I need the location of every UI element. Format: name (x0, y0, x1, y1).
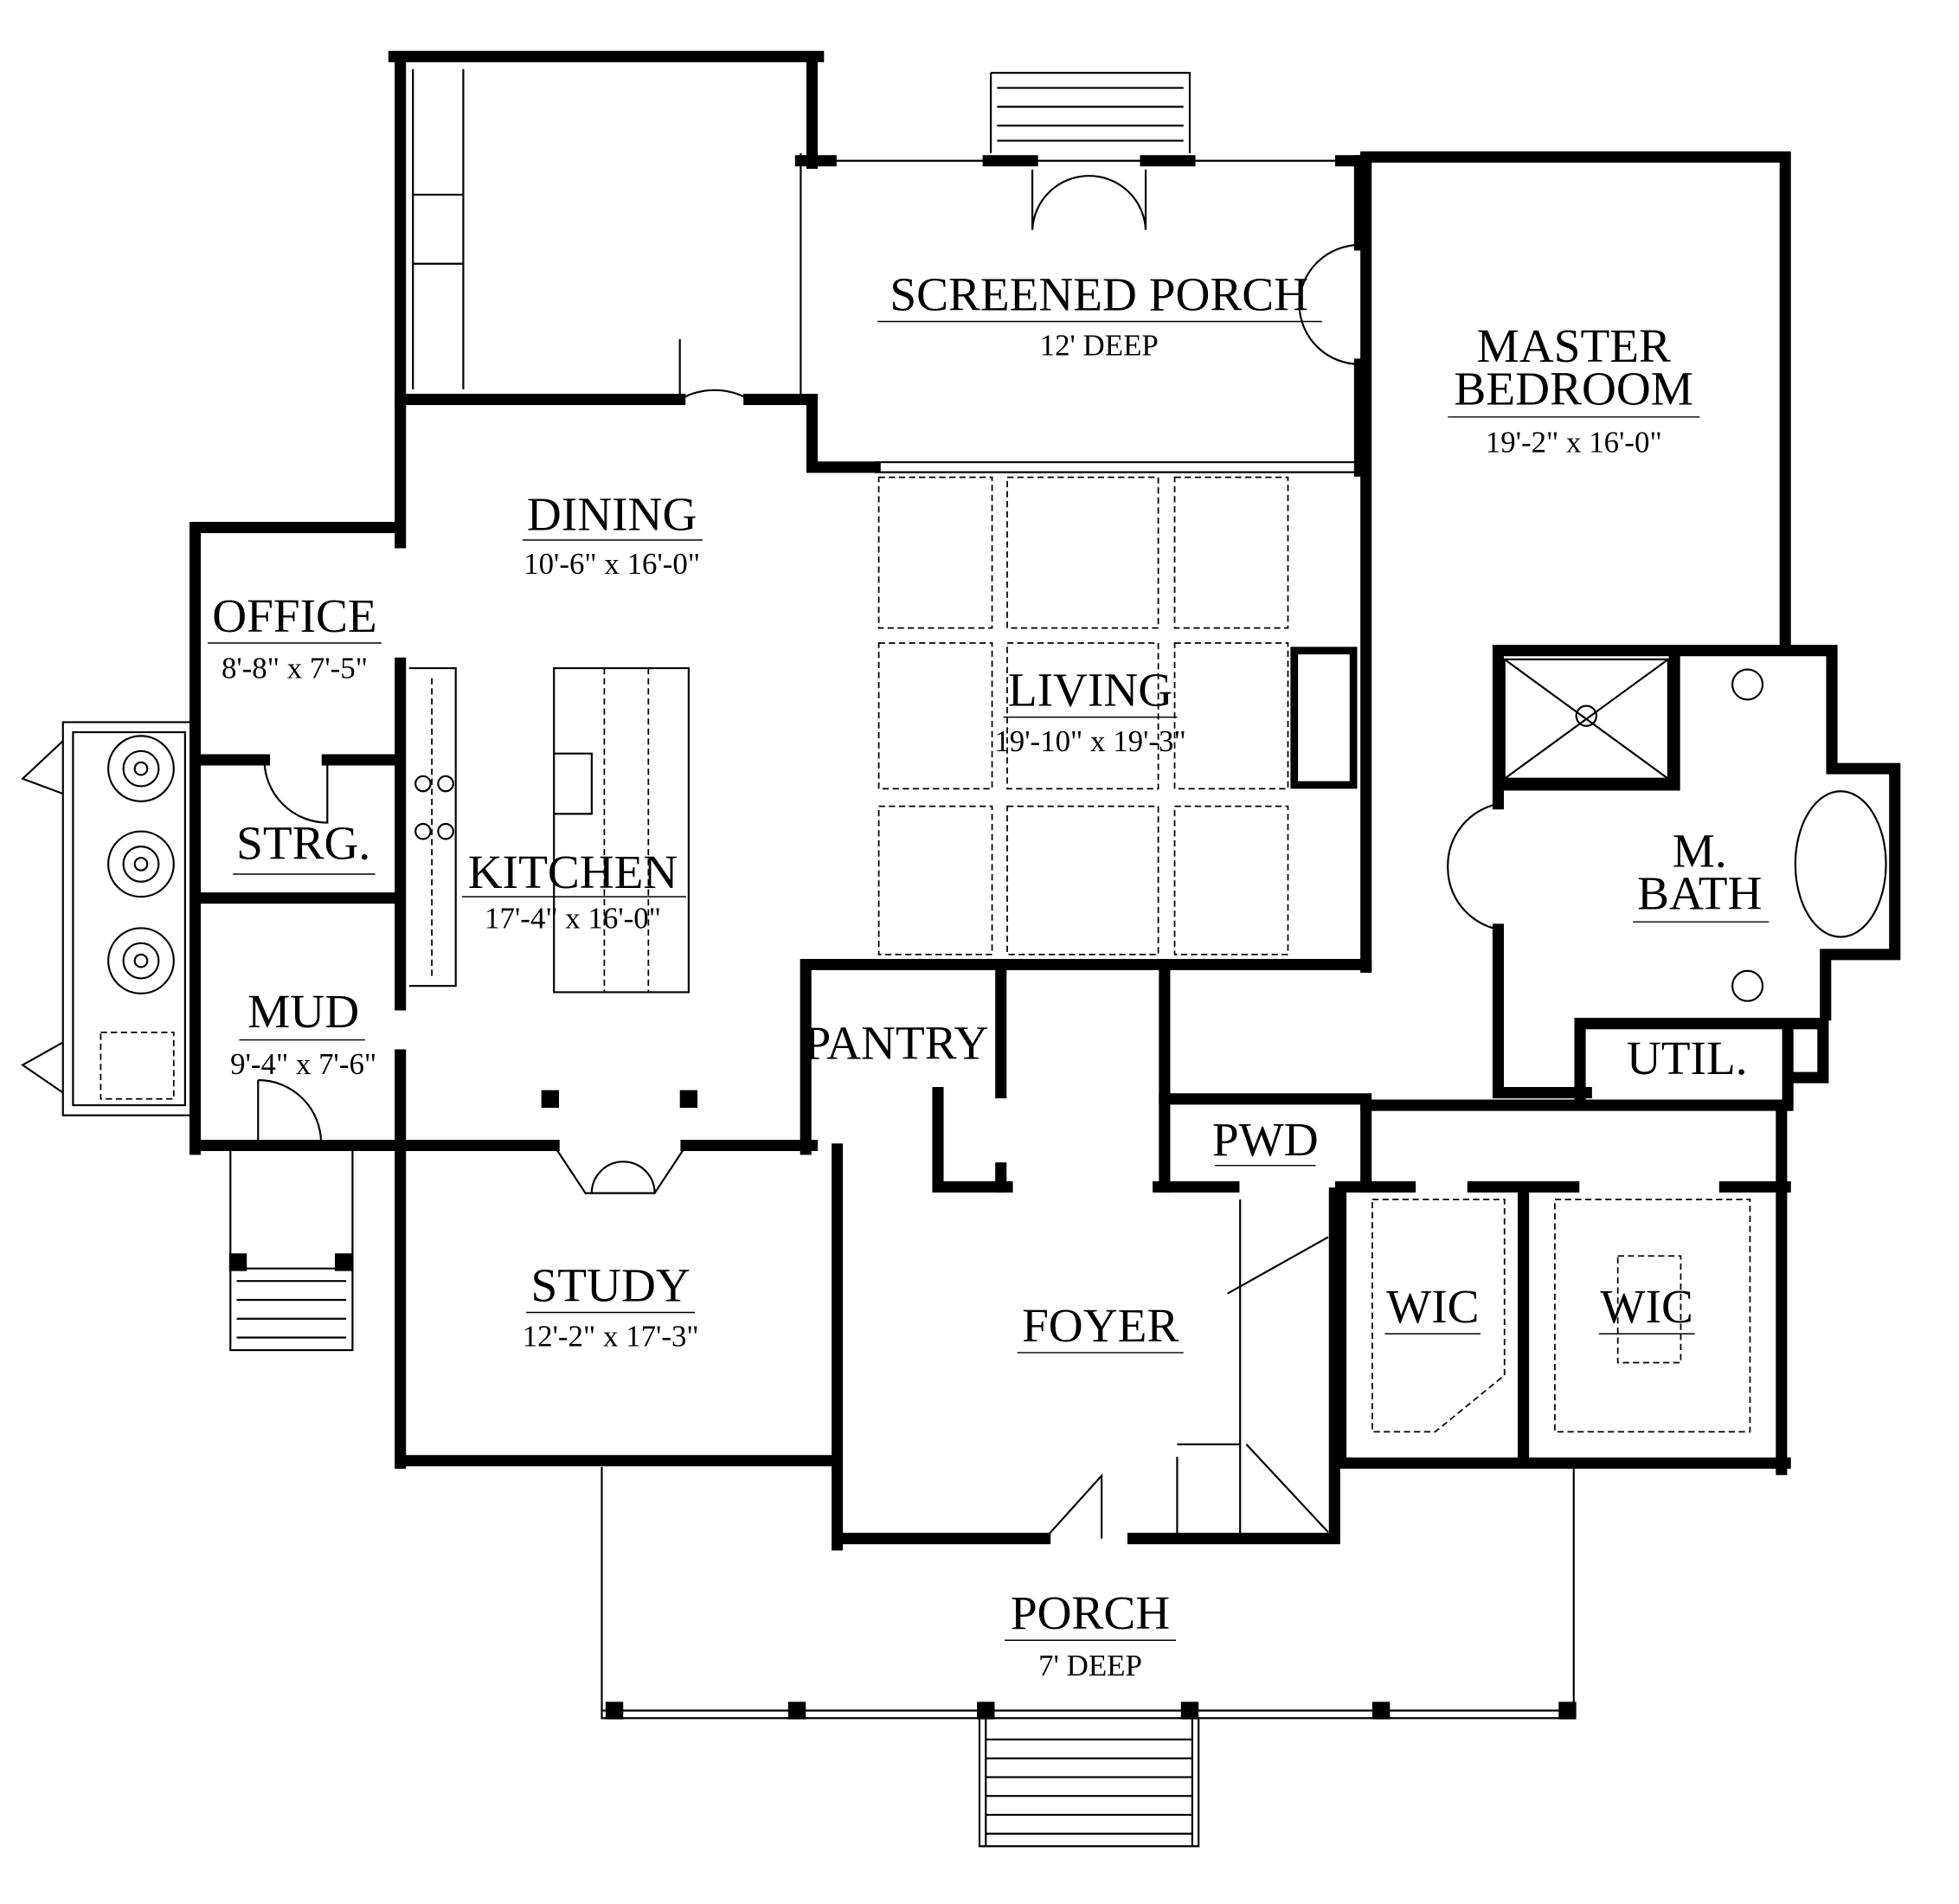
dining-dims: 10'-6" x 16'-0" (523, 547, 700, 581)
living-dims: 19'-10" x 19'-3" (994, 724, 1185, 758)
walls (21, 50, 1901, 1551)
office-dims: 8'-8" x 7'-5" (222, 652, 368, 685)
pantry-label: PANTRY (804, 1016, 988, 1069)
screened-porch-dims: 12' DEEP (1040, 329, 1159, 363)
living-ceiling-grid (877, 476, 1358, 955)
master-bath-label-1: M. (1673, 824, 1727, 877)
mud-dims: 9'-4" x 7'-6" (230, 1047, 376, 1081)
master-bedroom-label-1: MASTER (1477, 319, 1671, 372)
staircase (1176, 1199, 1329, 1539)
utility-label: UTIL. (1627, 1032, 1748, 1084)
living-label: LIVING (1008, 664, 1172, 717)
powder-label: PWD (1212, 1113, 1319, 1166)
storage-label: STRG. (236, 817, 370, 870)
wic-right-label: WIC (1600, 1280, 1692, 1333)
porch-dims: 7' DEEP (1038, 1649, 1142, 1682)
kitchen-label: KITCHEN (468, 846, 678, 898)
room-labels: SCREENED PORCH 12' DEEP MASTER BEDROOM 1… (208, 268, 1770, 1682)
office-label: OFFICE (212, 589, 376, 642)
rear-steps (990, 72, 1191, 154)
front-porch (601, 1466, 1577, 1848)
porch-label: PORCH (1011, 1586, 1170, 1639)
screened-porch-label: SCREENED PORCH (890, 268, 1308, 321)
master-bath-label-2: BATH (1637, 867, 1762, 920)
mud-label: MUD (247, 985, 359, 1038)
kitchen-dims: 17'-4" x 16'-0" (485, 901, 661, 935)
study-dims: 12'-2" x 17'-3" (523, 1320, 699, 1354)
foyer-label: FOYER (1022, 1299, 1179, 1352)
wic-left-label: WIC (1386, 1280, 1479, 1333)
equipment-pad (21, 721, 196, 1116)
master-bedroom-dims: 19'-2" x 16'-0" (1486, 425, 1662, 459)
dining-label: DINING (527, 487, 697, 540)
study-label: STUDY (531, 1258, 690, 1311)
master-bedroom-label-2: BEDROOM (1455, 362, 1693, 415)
